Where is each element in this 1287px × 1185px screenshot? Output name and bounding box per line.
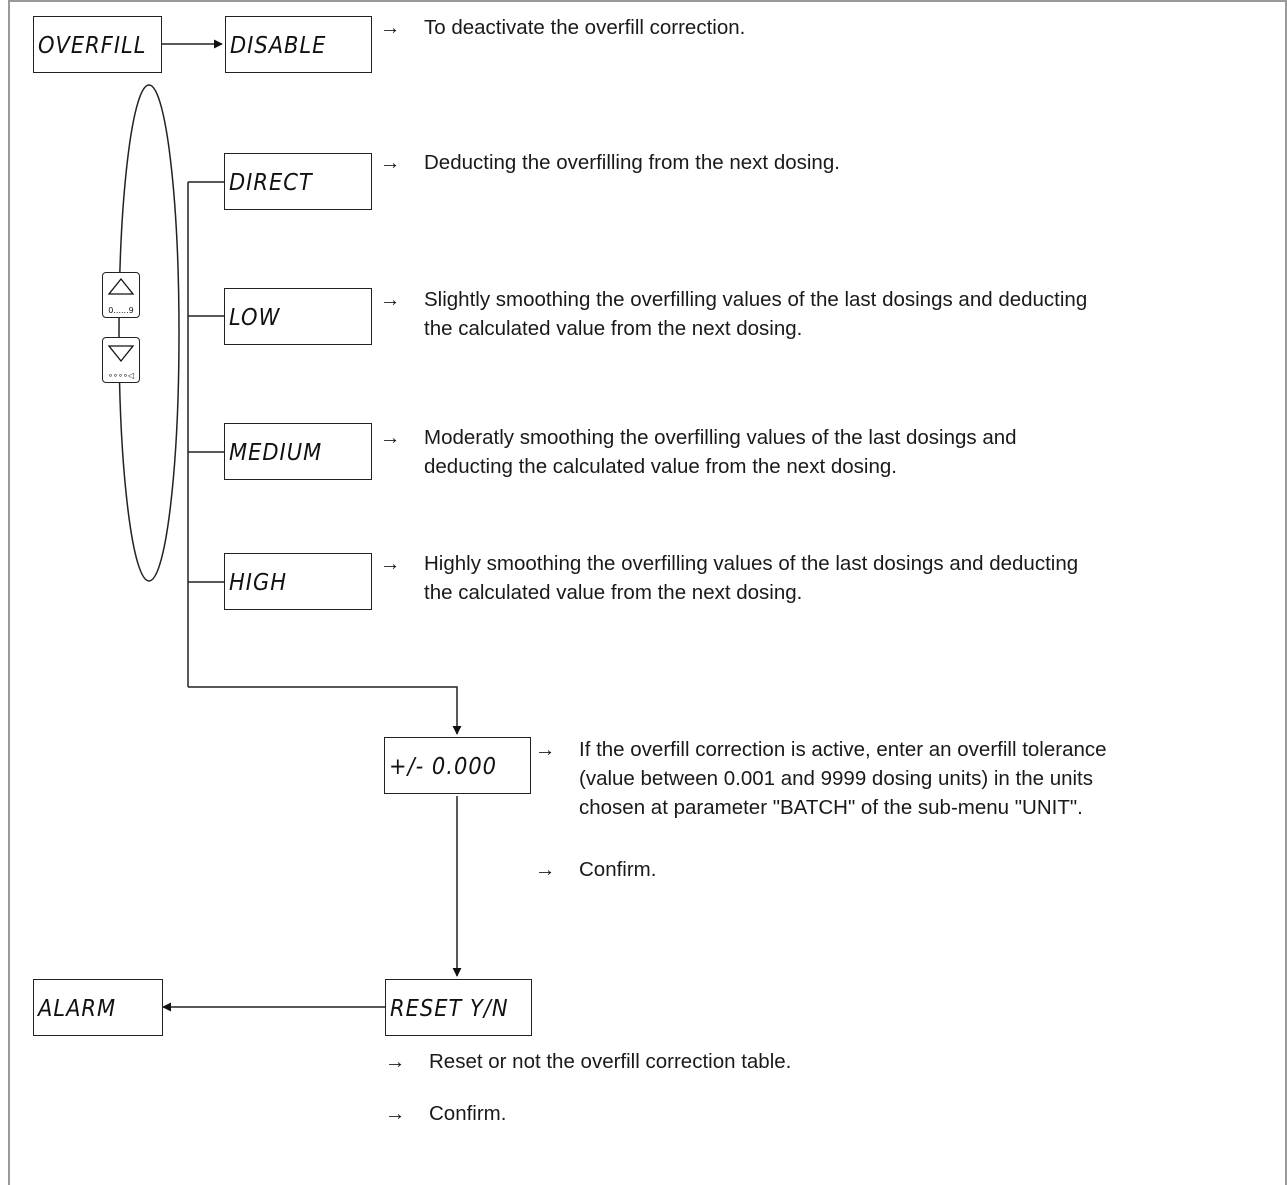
- selection-ellipse: [118, 84, 180, 582]
- right-arrow-icon: →: [535, 858, 556, 881]
- frame-left-border: [8, 0, 10, 1185]
- note-reset: → Reset or not the overfill correction t…: [385, 1047, 791, 1076]
- note-high: → Highly smoothing the overfilling value…: [380, 549, 1078, 607]
- note-confirm-tolerance: → Confirm.: [535, 855, 656, 884]
- right-arrow-icon: →: [535, 738, 556, 761]
- frame-top-border: [8, 0, 1287, 2]
- up-key-caption: 0......9: [108, 306, 134, 315]
- right-arrow-icon: →: [380, 552, 401, 575]
- high-box: HIGH: [224, 553, 372, 610]
- medium-box: MEDIUM: [224, 423, 372, 480]
- up-key: 0......9: [102, 272, 140, 318]
- note-tolerance: → If the overfill correction is active, …: [535, 735, 1107, 822]
- right-arrow-icon: →: [385, 1050, 406, 1073]
- reset-box: RESET Y/N: [385, 979, 532, 1036]
- note-medium: → Moderatly smoothing the overfilling va…: [380, 423, 1017, 481]
- tolerance-box: +/- 0.000: [384, 737, 531, 794]
- down-arrow-icon: [107, 345, 135, 363]
- right-arrow-icon: →: [380, 426, 401, 449]
- frame-right-border: [1285, 0, 1287, 1185]
- right-arrow-icon: →: [380, 151, 401, 174]
- low-box: LOW: [224, 288, 372, 345]
- down-key: ∘∘∘∘◁: [102, 337, 140, 383]
- alarm-box: ALARM: [33, 979, 163, 1036]
- right-arrow-icon: →: [380, 16, 401, 39]
- up-arrow-icon: [107, 277, 135, 295]
- overfill-box: OVERFILL: [33, 16, 162, 73]
- down-key-caption: ∘∘∘∘◁: [107, 371, 135, 380]
- disable-box: DISABLE: [225, 16, 372, 73]
- note-low: → Slightly smoothing the overfilling val…: [380, 285, 1087, 343]
- direct-box: DIRECT: [224, 153, 372, 210]
- note-confirm-reset: → Confirm.: [385, 1099, 506, 1128]
- note-direct: → Deducting the overfilling from the nex…: [380, 148, 840, 177]
- arrow-tree-to-tolerance: [188, 686, 462, 735]
- right-arrow-icon: →: [385, 1102, 406, 1125]
- right-arrow-icon: →: [380, 288, 401, 311]
- note-disable: → To deactivate the overfill correction.: [380, 13, 745, 42]
